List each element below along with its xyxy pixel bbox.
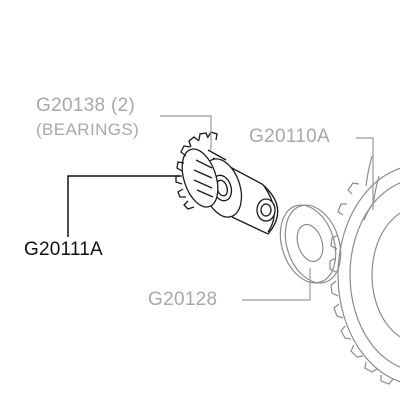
leader-washer [242, 268, 311, 301]
large-spur-gear [329, 155, 400, 385]
callout-highlighted-part-number: G20111A [24, 239, 103, 260]
pinion-gear-assembly [175, 131, 279, 235]
callout-washer-part-number: G20128 [148, 289, 218, 310]
leader-gear-kit [356, 137, 374, 210]
thin-washer [279, 204, 342, 284]
leader-bearing [160, 115, 212, 150]
callout-gear-kit-part-number: G20110A [249, 126, 330, 147]
leader-highlighted-part [67, 175, 180, 237]
callout-bearing-note: (BEARINGS) [36, 120, 140, 139]
callout-bearing-part-number: G20138 (2) [36, 95, 136, 116]
